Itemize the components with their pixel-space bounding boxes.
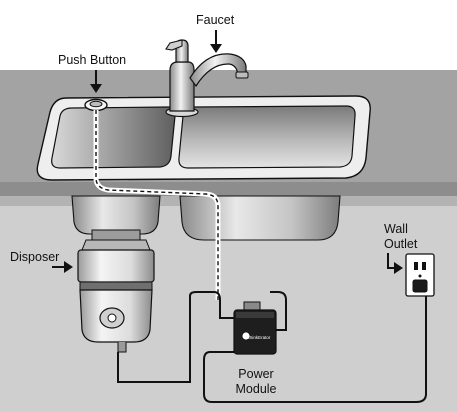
faucet-arrow <box>210 30 222 53</box>
push-button-arrow <box>90 70 102 93</box>
push-button <box>84 98 108 112</box>
disposer-label: Disposer <box>10 250 59 264</box>
wall-outlet-label-line1: Wall <box>384 222 408 236</box>
faucet-label: Faucet <box>196 13 235 27</box>
countertop-front-edge <box>0 182 457 196</box>
wall-outlet-label-line2: Outlet <box>384 237 418 251</box>
disposer-cord <box>117 291 234 383</box>
power-module-label-line1: Power <box>238 367 273 381</box>
air-tube-dashes <box>95 110 219 300</box>
power-cord <box>203 292 427 403</box>
power-module-brand: InSinkErator <box>246 335 271 340</box>
bowl-underside-right <box>179 195 341 241</box>
push-button-label: Push Button <box>58 53 126 67</box>
disposer-unit <box>77 229 155 353</box>
outlet-cord <box>270 291 287 331</box>
power-module-label-line2: Module <box>236 382 277 396</box>
disposer-arrow <box>52 261 73 273</box>
sink-basin-left <box>51 106 176 169</box>
wall-outlet-arrow <box>387 253 403 274</box>
power-module: InSinkErator <box>233 301 277 355</box>
wall-outlet <box>405 253 435 297</box>
bowl-underside-left <box>71 195 161 235</box>
sink-basin-right <box>178 105 356 169</box>
faucet <box>165 39 249 118</box>
